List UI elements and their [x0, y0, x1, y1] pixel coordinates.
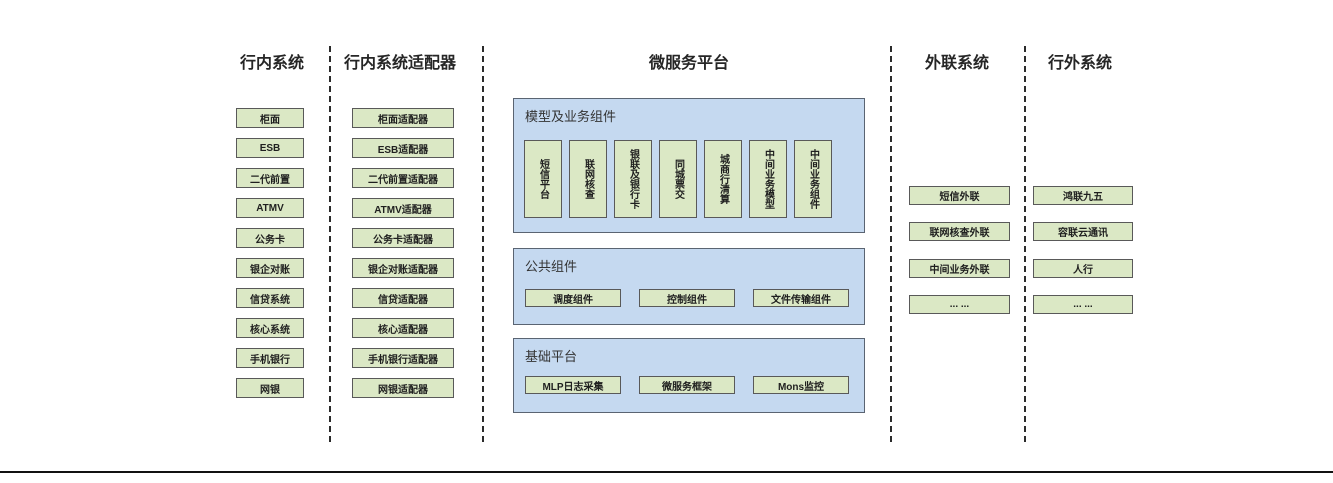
external-box: 人行 — [1033, 259, 1133, 278]
adapter-box: 公务卡适配器 — [352, 228, 454, 248]
component-box: 城商行清算 — [704, 140, 742, 218]
component-box: 微服务框架 — [639, 376, 735, 394]
column-title-internal: 行内系统 — [239, 55, 304, 72]
system-box: ATMV — [236, 198, 304, 218]
system-box: ESB — [236, 138, 304, 158]
outreach-box: 中间业务外联 — [909, 259, 1010, 278]
panel-title: 基础平台 — [525, 349, 578, 364]
system-box: 网银 — [236, 378, 304, 398]
adapter-box: ESB适配器 — [352, 138, 454, 158]
column-divider — [1024, 46, 1026, 442]
adapter-box: 手机银行适配器 — [352, 348, 454, 368]
external-box: ... ... — [1033, 295, 1133, 314]
outreach-box: 短信外联 — [909, 186, 1010, 205]
column-divider — [329, 46, 331, 442]
panel-base-platform: 基础平台 MLP日志采集 微服务框架 Mons监控 — [513, 338, 865, 413]
column-title-adapters: 行内系统适配器 — [343, 55, 456, 72]
system-box: 核心系统 — [236, 318, 304, 338]
column-divider — [890, 46, 892, 442]
panel-model-components: 模型及业务组件 短信平台 联网核查 银联及银行卡 同城票交 城商行清算 中间业务… — [513, 98, 865, 233]
adapter-box: 二代前置适配器 — [352, 168, 454, 188]
model-components-row: 短信平台 联网核查 银联及银行卡 同城票交 城商行清算 中间业务模型 中间业务组… — [524, 140, 832, 218]
adapter-box: 银企对账适配器 — [352, 258, 454, 278]
system-box: 手机银行 — [236, 348, 304, 368]
bottom-rule — [0, 471, 1333, 473]
panel-title: 公共组件 — [525, 259, 578, 274]
component-box: 银联及银行卡 — [614, 140, 652, 218]
adapter-box: 网银适配器 — [352, 378, 454, 398]
external-box: 容联云通讯 — [1033, 222, 1133, 241]
system-box: 柜面 — [236, 108, 304, 128]
external-box: 鸿联九五 — [1033, 186, 1133, 205]
adapter-box: 柜面适配器 — [352, 108, 454, 128]
column-title-external: 行外系统 — [1047, 55, 1112, 72]
outreach-box: ... ... — [909, 295, 1010, 314]
panel-title: 模型及业务组件 — [525, 109, 617, 124]
component-box: 中间业务模型 — [749, 140, 787, 218]
component-box: 短信平台 — [524, 140, 562, 218]
component-box: 调度组件 — [525, 289, 621, 307]
column-title-outreach: 外联系统 — [924, 55, 989, 72]
system-box: 二代前置 — [236, 168, 304, 188]
adapter-box: 信贷适配器 — [352, 288, 454, 308]
outreach-box: 联网核查外联 — [909, 222, 1010, 241]
component-box: 同城票交 — [659, 140, 697, 218]
system-box: 公务卡 — [236, 228, 304, 248]
component-box: Mons监控 — [753, 376, 849, 394]
component-box: 中间业务组件 — [794, 140, 832, 218]
adapter-box: ATMV适配器 — [352, 198, 454, 218]
component-box: 联网核查 — [569, 140, 607, 218]
adapter-box: 核心适配器 — [352, 318, 454, 338]
column-title-platform: 微服务平台 — [648, 55, 729, 72]
common-components-row: 调度组件 控制组件 文件传输组件 — [525, 289, 849, 307]
system-box: 信贷系统 — [236, 288, 304, 308]
component-box: 控制组件 — [639, 289, 735, 307]
component-box: 文件传输组件 — [753, 289, 849, 307]
component-box: MLP日志采集 — [525, 376, 621, 394]
column-divider — [482, 46, 484, 442]
panel-common-components: 公共组件 调度组件 控制组件 文件传输组件 — [513, 248, 865, 325]
system-box: 银企对账 — [236, 258, 304, 278]
base-platform-row: MLP日志采集 微服务框架 Mons监控 — [525, 376, 849, 394]
